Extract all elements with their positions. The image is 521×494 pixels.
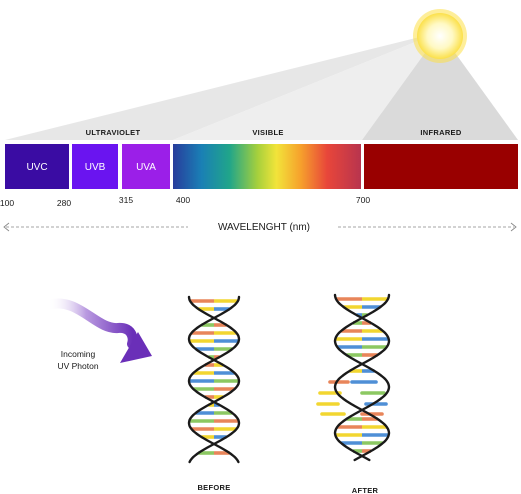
dna-before-helix (187, 295, 241, 464)
band-visible (173, 144, 361, 189)
tick-280: 280 (57, 198, 71, 208)
band-uvc-label: UVC (26, 162, 47, 173)
band-uvb (72, 144, 118, 189)
photon-label-line1: Incoming (61, 349, 96, 359)
tick-700: 700 (356, 195, 370, 205)
band-uva (122, 144, 170, 189)
band-infrared (364, 144, 518, 189)
wavelength-axis-label: WAVELENGHT (nm) (218, 222, 310, 233)
band-uva-label: UVA (136, 162, 156, 173)
uv-photon-arrow-icon (43, 298, 152, 363)
tick-100: 100 (0, 198, 14, 208)
sun-light-beams (5, 32, 518, 140)
sun-icon (413, 9, 467, 63)
category-visible-label: VISIBLE (252, 128, 283, 137)
tick-315: 315 (119, 195, 133, 205)
dna-after-helix (316, 293, 391, 462)
band-uvb-label: UVB (85, 162, 106, 173)
band-uvc (5, 144, 69, 189)
tick-400: 400 (176, 195, 190, 205)
photon-label-line2: UV Photon (57, 361, 98, 371)
axis-left-arrow-icon (3, 222, 10, 232)
after-caption: AFTER (352, 486, 379, 494)
category-ultraviolet-label: ULTRAVIOLET (86, 128, 141, 137)
axis-right-arrow-icon (510, 222, 517, 232)
before-caption: BEFORE (197, 483, 230, 492)
category-infrared-label: INFRARED (420, 128, 461, 137)
wavelength-axis (3, 222, 517, 232)
